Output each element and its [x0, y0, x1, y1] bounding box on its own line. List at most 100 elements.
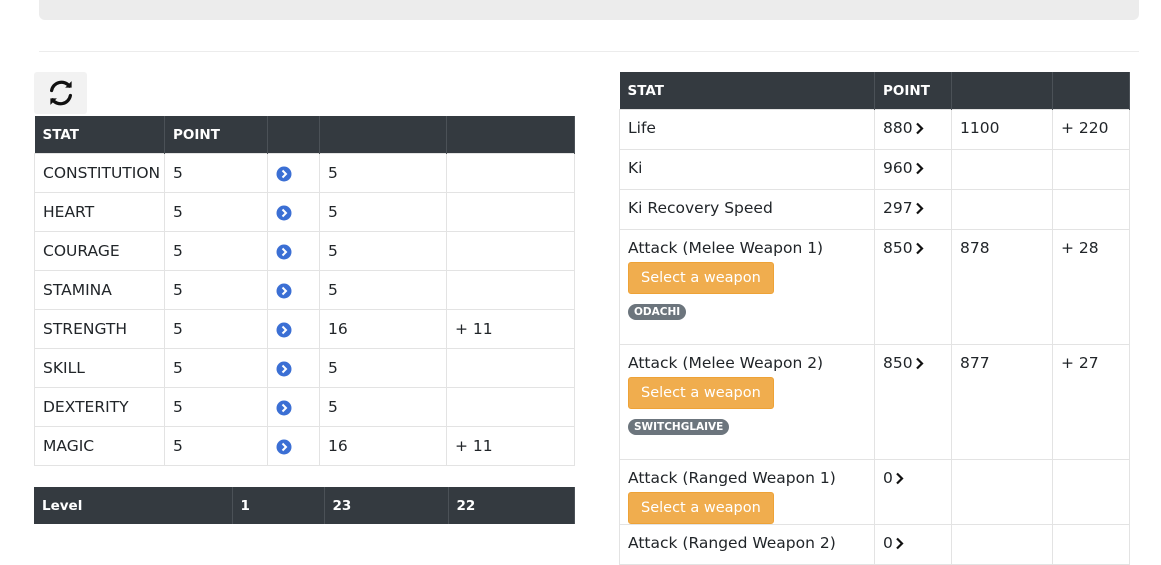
stat-new: 5: [319, 270, 447, 310]
stat-new: 16: [319, 309, 447, 349]
stat-diff: [446, 192, 575, 232]
level-label: Level: [34, 487, 233, 524]
stat-new: 5: [319, 348, 447, 388]
table-row: MAGIC 5 16 + 11: [34, 426, 575, 466]
stat-point: 5: [164, 153, 268, 193]
stat-point: 850: [883, 354, 913, 372]
stat-diff: + 28: [1052, 229, 1130, 345]
stat-point: 960: [883, 159, 913, 177]
stat-point: 850: [883, 239, 913, 257]
derived-table-header: STAT POINT: [619, 72, 1130, 110]
stat-point: 5: [164, 231, 268, 271]
header-stat: STAT: [34, 116, 165, 154]
stat-diff: + 27: [1052, 344, 1130, 460]
stat-point: 5: [164, 270, 268, 310]
chevron-right-circle-icon: [276, 244, 292, 259]
stat-point-cell: 850: [874, 229, 952, 345]
stat-point: 5: [164, 387, 268, 427]
stat-point-cell: 297: [874, 189, 952, 230]
chevron-right-icon: [915, 242, 924, 255]
stat-point: 0: [883, 534, 893, 552]
stat-new: 5: [319, 192, 447, 232]
select-weapon-button[interactable]: Select a weapon: [628, 377, 774, 409]
stat-name-cell: Attack (Ranged Weapon 1) Select a weapon: [619, 459, 875, 525]
stat-diff: + 220: [1052, 109, 1130, 150]
stat-point: 5: [164, 192, 268, 232]
increase-button[interactable]: [267, 270, 320, 310]
stat-new: [951, 459, 1053, 525]
table-row: Attack (Ranged Weapon 2) 0: [619, 524, 1130, 565]
stat-new: 5: [319, 387, 447, 427]
level-current: 1: [232, 487, 325, 524]
header-point: POINT: [164, 116, 268, 154]
chevron-right-icon: [915, 162, 924, 175]
stat-diff: + 11: [446, 309, 575, 349]
table-row: Attack (Melee Weapon 2) Select a weapon …: [619, 344, 1130, 460]
table-row: CONSTITUTION 5 5: [34, 153, 575, 193]
stat-point: 297: [883, 199, 913, 217]
stat-point-cell: 880: [874, 109, 952, 150]
stat-name: Attack (Melee Weapon 2): [628, 354, 824, 372]
stat-point-cell: 850: [874, 344, 952, 460]
stat-new: 1100: [951, 109, 1053, 150]
stat-name: Attack (Melee Weapon 1): [628, 239, 824, 257]
derived-stat-table: STAT POINT Life 880 1100 + 220 Ki 960 Ki…: [619, 72, 1130, 565]
top-panel: [39, 0, 1139, 20]
stat-name: Attack (Ranged Weapon 2): [619, 524, 875, 565]
increase-button[interactable]: [267, 348, 320, 388]
stat-new: 5: [319, 231, 447, 271]
stat-name: Attack (Ranged Weapon 1): [628, 469, 836, 487]
table-row: SKILL 5 5: [34, 348, 575, 388]
stat-name: STRENGTH: [34, 309, 165, 349]
stat-table-header: STAT POINT: [34, 116, 575, 154]
stat-name: SKILL: [34, 348, 165, 388]
chevron-right-circle-icon: [276, 205, 292, 220]
chevron-right-circle-icon: [276, 361, 292, 376]
increase-button[interactable]: [267, 231, 320, 271]
stat-diff: [1052, 524, 1130, 565]
increase-button[interactable]: [267, 426, 320, 466]
stat-name: DEXTERITY: [34, 387, 165, 427]
increase-button[interactable]: [267, 192, 320, 232]
divider: [39, 51, 1139, 52]
chevron-right-icon: [915, 122, 924, 135]
increase-button[interactable]: [267, 309, 320, 349]
stat-diff: [1052, 189, 1130, 230]
stat-diff: [446, 153, 575, 193]
header-diff: [446, 116, 575, 154]
stat-diff: + 11: [446, 426, 575, 466]
stat-diff: [1052, 149, 1130, 190]
stat-point: 0: [883, 469, 893, 487]
stat-point-cell: 0: [874, 459, 952, 525]
weapon-badge: ODACHI: [628, 304, 687, 320]
refresh-icon: [49, 80, 72, 106]
chevron-right-icon: [896, 472, 904, 485]
header-action: [267, 116, 320, 154]
stat-point: 5: [164, 309, 268, 349]
stat-name: Ki: [619, 149, 875, 190]
stat-name: HEART: [34, 192, 165, 232]
header-new: [951, 72, 1053, 110]
table-row: COURAGE 5 5: [34, 231, 575, 271]
refresh-button[interactable]: [34, 72, 87, 114]
stat-point: 5: [164, 348, 268, 388]
stat-new: 878: [951, 229, 1053, 345]
stat-new: 16: [319, 426, 447, 466]
stat-new: [951, 524, 1053, 565]
select-weapon-button[interactable]: Select a weapon: [628, 262, 774, 294]
increase-button[interactable]: [267, 153, 320, 193]
chevron-right-circle-icon: [276, 400, 292, 415]
increase-button[interactable]: [267, 387, 320, 427]
select-weapon-button[interactable]: Select a weapon: [628, 492, 774, 524]
stat-diff: [446, 348, 575, 388]
header-new: [319, 116, 447, 154]
stat-name: Ki Recovery Speed: [619, 189, 875, 230]
stat-name: COURAGE: [34, 231, 165, 271]
table-row: STAMINA 5 5: [34, 270, 575, 310]
header-diff: [1052, 72, 1130, 110]
stat-diff: [446, 387, 575, 427]
stat-diff: [446, 270, 575, 310]
stat-name: CONSTITUTION: [34, 153, 165, 193]
chevron-right-circle-icon: [276, 439, 292, 454]
stat-point: 880: [883, 119, 913, 137]
